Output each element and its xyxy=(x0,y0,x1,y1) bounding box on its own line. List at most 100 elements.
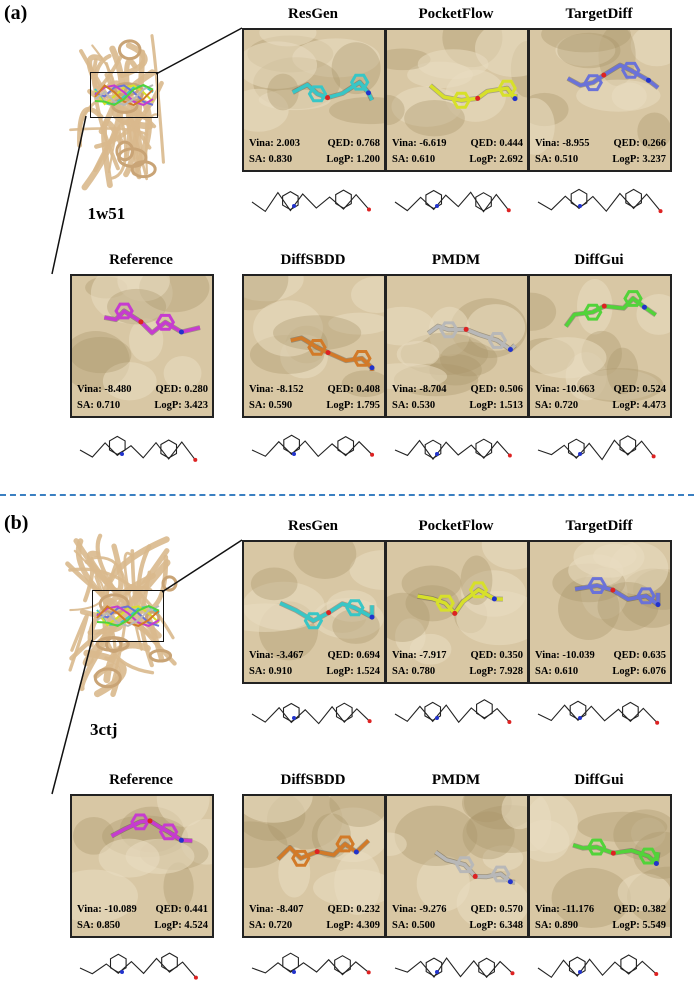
ligand-pose xyxy=(574,577,661,608)
qed-score: QED: 0.570 xyxy=(470,904,524,915)
protein-cartoon xyxy=(65,533,178,698)
metrics-row-sa-logp: SA: 0.530 LogP: 1.513 xyxy=(392,400,523,411)
ligand-pose xyxy=(434,850,516,885)
qed-score: QED: 0.444 xyxy=(470,138,524,149)
molecule-structure xyxy=(251,434,375,458)
logp-score: LogP: 6.076 xyxy=(612,666,666,677)
sa-score: SA: 0.850 xyxy=(77,920,121,931)
logp-score: LogP: 4.309 xyxy=(326,920,380,931)
metrics-row-sa-logp: SA: 0.610 LogP: 2.692 xyxy=(392,154,523,165)
sa-score: SA: 0.830 xyxy=(249,154,293,165)
metrics-row-vina-qed: Vina: -6.619 QED: 0.444 xyxy=(392,138,523,149)
molecule-structure xyxy=(394,957,515,979)
qed-score: QED: 0.441 xyxy=(155,904,209,915)
molecule-structure xyxy=(537,188,663,214)
sa-score: SA: 0.500 xyxy=(392,920,436,931)
qed-score: QED: 0.232 xyxy=(327,904,381,915)
ligand-pose xyxy=(110,813,193,844)
sa-score: SA: 0.590 xyxy=(249,400,293,411)
sa-score: SA: 0.610 xyxy=(535,666,579,677)
section-divider xyxy=(0,494,694,496)
zoom-box xyxy=(92,590,164,642)
panel-label: (b) xyxy=(4,512,29,534)
metrics-row-sa-logp: SA: 0.720 LogP: 4.309 xyxy=(249,920,380,931)
qed-score: QED: 0.408 xyxy=(327,384,381,395)
method-title: ResGen xyxy=(288,6,338,22)
metrics-row-sa-logp: SA: 0.890 LogP: 5.549 xyxy=(535,920,666,931)
ligand-pose xyxy=(279,599,375,630)
method-title: TargetDiff xyxy=(565,518,633,534)
sa-score: SA: 0.720 xyxy=(535,400,579,411)
logp-score: LogP: 4.524 xyxy=(154,920,208,931)
molecule-structure xyxy=(251,702,372,725)
molecule-structure xyxy=(394,699,512,724)
molecule-structure xyxy=(79,435,198,462)
qed-score: QED: 0.768 xyxy=(327,138,381,149)
ligand-pose xyxy=(290,335,375,371)
metrics-row-sa-logp: SA: 0.910 LogP: 1.524 xyxy=(249,666,380,677)
vina-score: Vina: -8.480 xyxy=(77,384,132,395)
sa-score: SA: 0.720 xyxy=(249,920,293,931)
zoom-box xyxy=(90,72,158,118)
qed-score: QED: 0.506 xyxy=(470,384,524,395)
sa-score: SA: 0.530 xyxy=(392,400,436,411)
pdb-id: 1w51 xyxy=(87,204,126,223)
method-title: TargetDiff xyxy=(565,6,633,22)
logp-score: LogP: 1.524 xyxy=(326,666,380,677)
qed-score: QED: 0.382 xyxy=(613,904,667,915)
metrics-row-vina-qed: Vina: -8.480 QED: 0.280 xyxy=(77,384,208,395)
method-title: PocketFlow xyxy=(418,518,494,534)
ligand-pose xyxy=(563,290,658,328)
molecule-structure xyxy=(251,952,371,976)
vina-score: Vina: -8.704 xyxy=(392,384,447,395)
qed-score: QED: 0.280 xyxy=(155,384,209,395)
vina-score: Vina: -10.663 xyxy=(535,384,595,395)
method-title: PMDM xyxy=(431,252,481,268)
logp-score: LogP: 4.473 xyxy=(612,400,666,411)
logp-score: LogP: 2.692 xyxy=(469,154,523,165)
ligand-pose xyxy=(572,838,661,866)
sa-score: SA: 0.890 xyxy=(535,920,579,931)
sa-score: SA: 0.910 xyxy=(249,666,293,677)
method-title: PMDM xyxy=(431,772,481,788)
sa-score: SA: 0.780 xyxy=(392,666,436,677)
logp-score: LogP: 6.348 xyxy=(469,920,523,931)
vina-score: Vina: -11.176 xyxy=(535,904,595,915)
sa-score: SA: 0.610 xyxy=(392,154,436,165)
method-title: DiffSBDD xyxy=(280,772,346,788)
logp-score: LogP: 1.513 xyxy=(469,400,523,411)
logp-score: LogP: 3.237 xyxy=(612,154,666,165)
logp-score: LogP: 1.200 xyxy=(326,154,380,165)
molecule-structure xyxy=(251,189,371,213)
metrics-row-sa-logp: SA: 0.500 LogP: 6.348 xyxy=(392,920,523,931)
logp-score: LogP: 5.549 xyxy=(612,920,666,931)
method-title: Reference xyxy=(109,252,173,268)
logp-score: LogP: 7.928 xyxy=(469,666,523,677)
molecule-structure xyxy=(537,700,660,725)
vina-score: Vina: -6.619 xyxy=(392,138,447,149)
qed-score: QED: 0.635 xyxy=(613,650,667,661)
metrics-row-sa-logp: SA: 0.850 LogP: 4.524 xyxy=(77,920,208,931)
